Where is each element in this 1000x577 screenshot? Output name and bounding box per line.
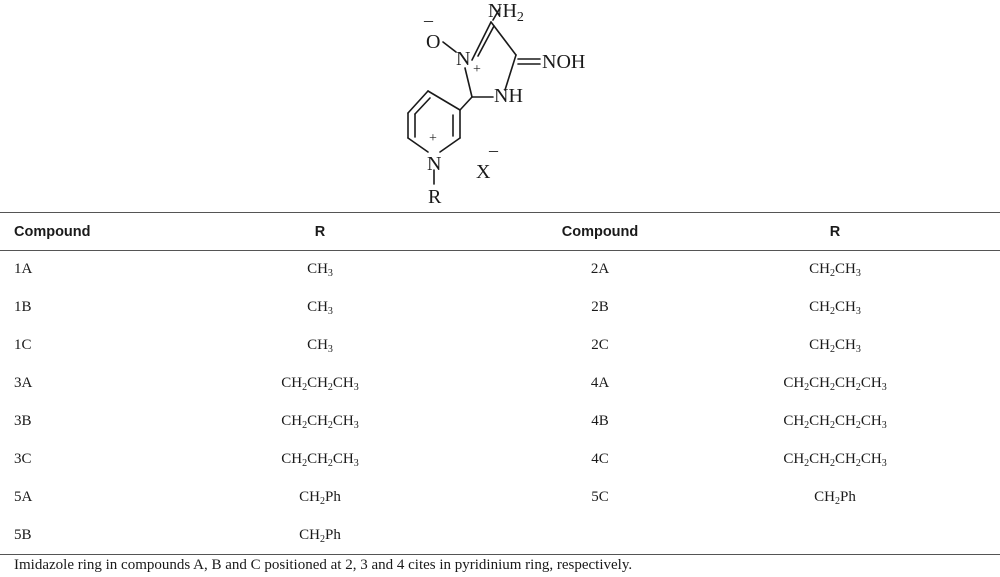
r-group-cell: CH2Ph <box>299 489 341 507</box>
table-row: 5A CH2Ph 5C CH2Ph <box>0 479 1000 517</box>
compound-id-cell: 3A <box>14 375 33 391</box>
imidazole-nitrogen-label: N <box>456 48 470 70</box>
table-row: 1B CH3 2B CH2CH3 <box>0 289 1000 327</box>
header-r-left: R <box>314 223 326 240</box>
compound-id-cell: 4B <box>591 413 609 429</box>
pyridinium-positive-charge: + <box>429 131 437 146</box>
r-group-cell: CH2CH2CH2CH3 <box>783 451 887 469</box>
imine-nh-label: NH <box>494 85 523 107</box>
compound-id-cell: 1C <box>14 337 32 353</box>
table-row: 5B CH2Ph <box>0 517 1000 555</box>
r-group-cell: CH2CH3 <box>809 299 861 317</box>
imidazole-positive-charge: + <box>473 62 481 77</box>
table-row: 1A CH3 2A CH2CH3 <box>0 251 1000 289</box>
compound-table: Compound R Compound R 1A CH3 2A CH2CH3 1B CH3… <box>0 212 1000 555</box>
oxime-group-label: NOH <box>542 51 585 73</box>
counterion-label: X <box>476 161 491 183</box>
compound-id-cell <box>530 517 670 555</box>
table-body: 1A CH3 2A CH2CH3 1B CH3 2B CH2CH3 1C CH3 2C CH2CH3 3… <box>0 251 1000 555</box>
r-group-cell: CH2CH2CH3 <box>281 451 359 469</box>
amino-group-label: NH2 <box>488 0 524 25</box>
r-group-cell: CH2CH3 <box>809 337 861 355</box>
compound-id-cell: 3C <box>14 451 32 467</box>
table-row: 1C CH3 2C CH2CH3 <box>0 327 1000 365</box>
oxide-negative-charge: – <box>423 10 434 30</box>
compound-id-cell: 5B <box>14 526 32 543</box>
compound-id-cell: 1A <box>14 261 33 278</box>
header-compound-left: Compound <box>14 223 91 240</box>
r-group-cell: CH2Ph <box>814 489 856 507</box>
substituent-r-label: R <box>428 186 442 208</box>
r-group-cell: CH2CH2CH3 <box>281 375 359 393</box>
r-group-cell: CH3 <box>307 261 333 280</box>
table-row: 3A CH2CH2CH3 4A CH2CH2CH2CH3 <box>0 365 1000 403</box>
compound-id-cell: 2B <box>591 299 609 315</box>
header-r-right: R <box>829 223 841 240</box>
r-group-cell: CH3 <box>307 337 333 355</box>
table-row: 3B CH2CH2CH3 4B CH2CH2CH2CH3 <box>0 403 1000 441</box>
r-group-cell: CH3 <box>307 299 333 317</box>
compound-id-cell: 5A <box>14 489 33 505</box>
compound-id-cell: 2A <box>590 261 610 278</box>
header-compound-right: Compound <box>561 223 639 240</box>
r-group-cell: CH2CH2CH2CH3 <box>783 375 887 393</box>
compound-id-cell: 2C <box>591 337 609 353</box>
counterion-negative-charge: – <box>488 140 499 160</box>
table-row: 3C CH2CH2CH3 4C CH2CH2CH2CH3 <box>0 441 1000 479</box>
oxide-oxygen-label: O <box>426 31 440 53</box>
compound-id-cell: 1B <box>14 299 32 315</box>
table-footnote: Imidazole ring in compounds A, B and C p… <box>14 557 633 573</box>
table-header-row: Compound R Compound R <box>0 212 1000 251</box>
compound-id-cell: 3B <box>14 413 32 429</box>
r-group-cell: CH2CH2CH3 <box>281 413 359 431</box>
pyridinium-nitrogen-label: N <box>427 153 441 175</box>
r-group-cell: CH2CH2CH2CH3 <box>783 413 887 431</box>
chemical-structure-diagram: NH2 – O N + NOH NH + N R X – <box>407 0 585 208</box>
compound-id-cell: 5C <box>591 489 609 505</box>
r-group-cell: CH2CH3 <box>809 261 861 280</box>
compound-id-cell: 4A <box>590 375 610 391</box>
compound-id-cell: 4C <box>591 451 609 467</box>
r-group-cell: CH2Ph <box>299 526 341 545</box>
r-group-cell <box>670 517 1000 555</box>
